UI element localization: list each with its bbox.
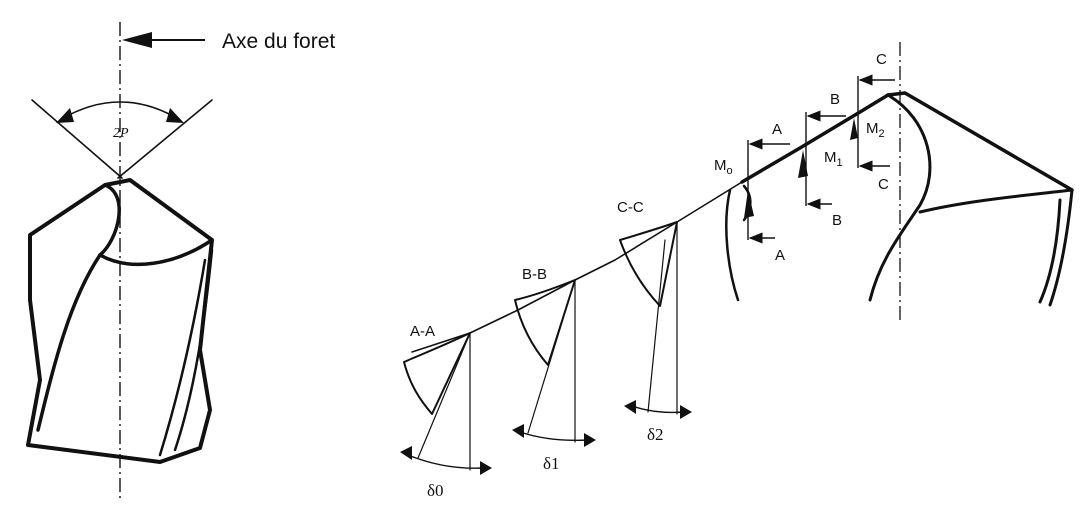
- section-cc-title: C-C: [617, 199, 644, 216]
- m2-label: M2: [866, 120, 885, 140]
- section-aa-title: A-A: [410, 323, 435, 340]
- cut-line-c: [857, 74, 895, 172]
- cut-line-a: [747, 138, 790, 244]
- section-bb-title: B-B: [522, 266, 547, 283]
- cut-b-top-label: B: [830, 91, 840, 108]
- delta2-arc: [631, 405, 685, 414]
- section-a-a: [400, 332, 492, 475]
- section-b-b: [512, 279, 596, 447]
- axis-pointer-arrow: [122, 32, 205, 48]
- cut-c-bottom-label: C: [878, 176, 889, 193]
- point-angle-label: 2P: [113, 126, 129, 141]
- cut-a-bottom-label: A: [775, 247, 785, 264]
- drill-side-view: Axe du foret 2P: [26, 22, 335, 500]
- delta1-label: δ1: [543, 454, 560, 473]
- cut-a-top-label: A: [772, 121, 782, 138]
- delta0-label: δ0: [427, 481, 444, 500]
- delta1-arc: [519, 431, 589, 441]
- cut-line-b: [805, 110, 846, 210]
- cut-b-bottom-label: B: [832, 212, 842, 229]
- axis-label: Axe du foret: [222, 30, 335, 53]
- cut-c-top-label: C: [876, 51, 887, 68]
- delta2-label: δ2: [647, 425, 664, 444]
- point-angle-arc: [59, 101, 181, 121]
- section-c-c: [619, 221, 692, 419]
- drill-body-outline: [26, 178, 214, 464]
- m1-label: M1: [824, 149, 843, 169]
- cutting-edge-line: [411, 181, 743, 353]
- cutting-edge-view: Mo M1 M2 A A B B C C: [400, 42, 1074, 500]
- delta0-arc: [407, 454, 485, 469]
- m0-label: Mo: [714, 157, 733, 177]
